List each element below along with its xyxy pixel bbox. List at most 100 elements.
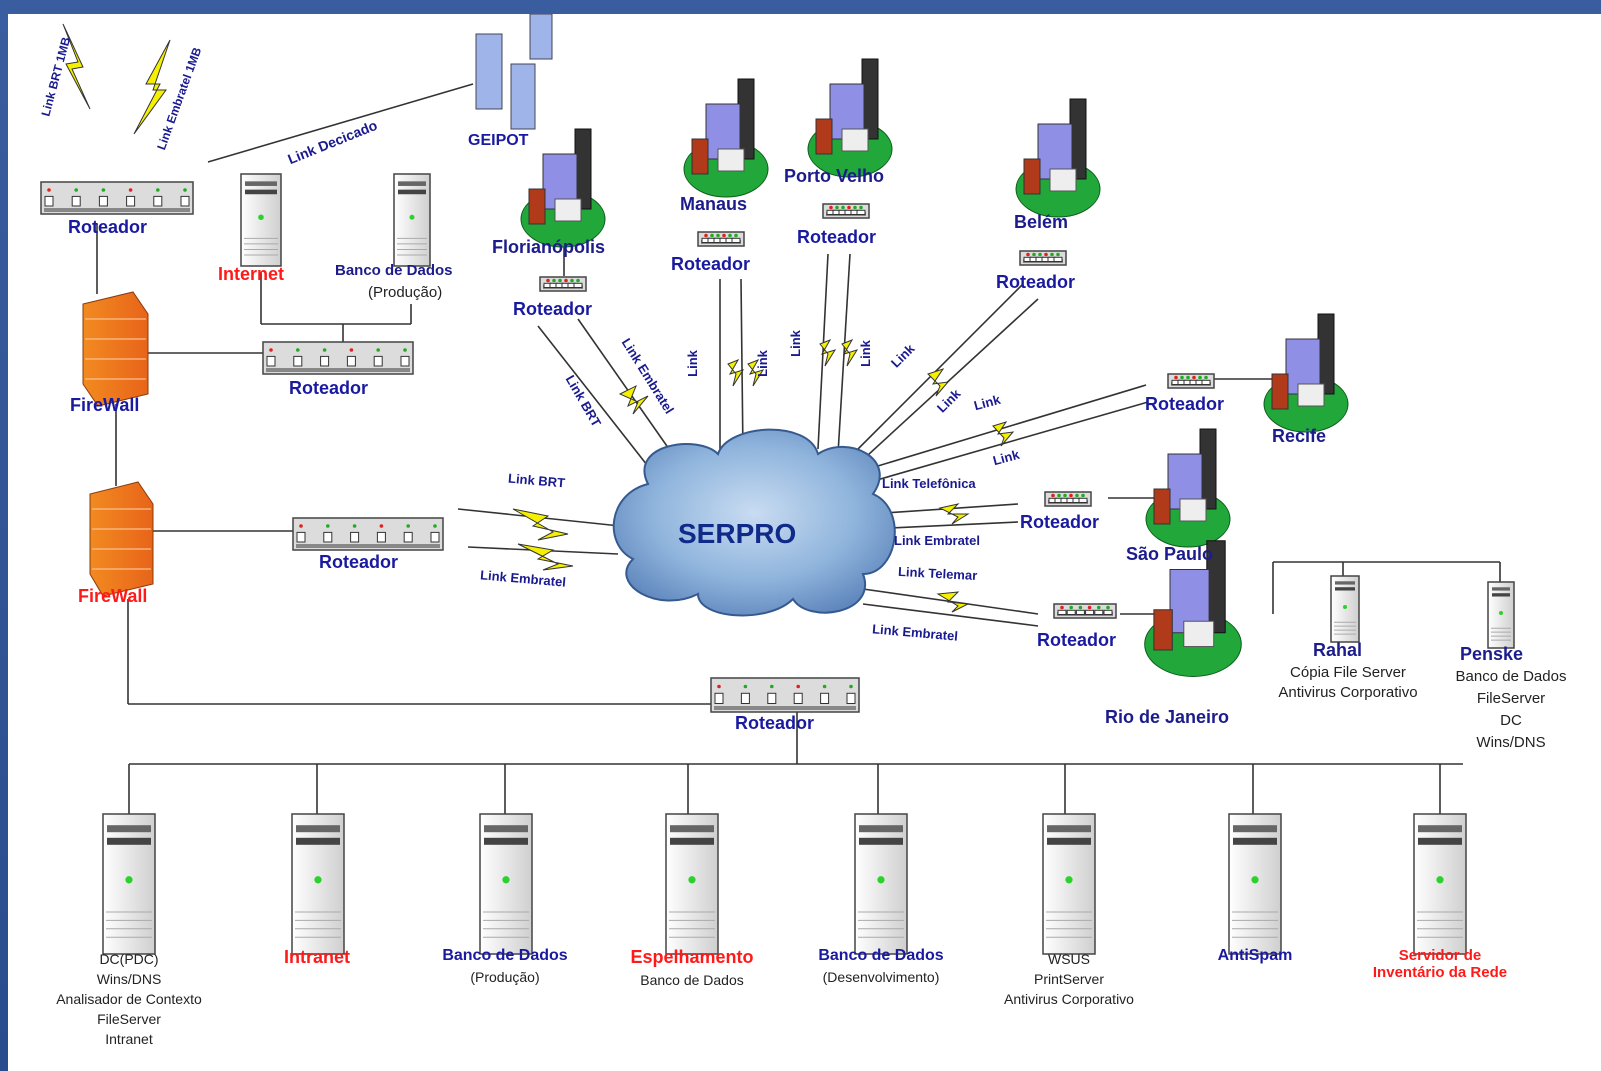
site-rio-de-janeiro: Rio de Janeiro [1105, 707, 1230, 727]
router-icons [40, 181, 1215, 713]
router-label: Roteador [1145, 394, 1225, 414]
bottom-server-line: WSUS [1048, 951, 1090, 967]
penske-line: Wins/DNS [1476, 734, 1546, 751]
internet-label: Internet [218, 264, 285, 284]
router-label: Roteador [671, 254, 751, 274]
network-diagram: Link BRT 1MB Link Embratel 1MB Link Deci… [8, 14, 1601, 1071]
router-icon [822, 203, 870, 219]
site-porto-velho: Porto Velho [784, 166, 885, 186]
router-icon [697, 231, 745, 247]
penske-label: Penske [1460, 644, 1524, 664]
bottom-server-label: Banco de Dados (Desenvolvimento) [781, 947, 981, 985]
building-icon [807, 58, 893, 178]
lightning-icons [62, 23, 1015, 613]
server-icon [1042, 813, 1096, 955]
building-icon [683, 78, 769, 198]
bottom-server-line: (Desenvolvimento) [822, 969, 940, 986]
firewall-label: FireWall [70, 395, 140, 415]
building-icons [520, 58, 1349, 677]
link-label: Link [857, 340, 873, 367]
router-label: Roteador [68, 217, 148, 237]
router-icon [1053, 603, 1117, 619]
building-icon [1144, 540, 1242, 677]
bottom-server-line: Wins/DNS [96, 971, 162, 988]
link-label: Link [787, 330, 803, 357]
server-icon [854, 813, 908, 955]
link-label: Link [754, 350, 770, 377]
server-icon [1228, 813, 1282, 955]
server-icon [479, 813, 533, 955]
building-icon [520, 128, 606, 248]
db-production-title: Banco de Dados [335, 262, 453, 279]
bottom-server-title: Banco de Dados [818, 947, 944, 964]
bottom-server-line: Antivirus Corporativo [1004, 991, 1134, 1008]
penske-line: Banco de Dados [1455, 668, 1567, 685]
bottom-server-line: FileServer [97, 1011, 161, 1028]
site-recife: Recife [1272, 426, 1327, 446]
bottom-server-line: Intranet [105, 1031, 153, 1048]
server-icon [291, 813, 345, 955]
bottom-server-label: Servidor de Inventário da Rede [1340, 947, 1540, 982]
firewall-icon [89, 481, 154, 597]
router-icon [1044, 491, 1092, 507]
router-label: Roteador [289, 378, 369, 398]
geipot-server-icon [475, 14, 553, 130]
router-icon [710, 677, 860, 713]
bottom-server-label: AntiSpam [1155, 947, 1355, 965]
site-manaus: Manaus [680, 194, 748, 214]
bottom-server-line: (Produção) [470, 969, 540, 986]
router-label: Roteador [513, 299, 593, 319]
router-icon [292, 517, 444, 551]
router-label: Roteador [996, 272, 1076, 292]
bottom-server-line: Analisador de Contexto [56, 991, 202, 1008]
server-icon [665, 813, 719, 955]
diagram-svg [40, 14, 1515, 955]
router-icon [262, 341, 414, 375]
server-icon [102, 813, 156, 955]
router-label: Roteador [797, 227, 877, 247]
site-belem: Belém [1014, 212, 1069, 232]
router-label: Roteador [319, 552, 399, 572]
serpro-cloud-icon [612, 428, 896, 617]
router-icon [40, 181, 194, 215]
firewall-label: FireWall [78, 586, 148, 606]
server-icon [1413, 813, 1467, 955]
building-icon [1145, 428, 1231, 548]
geipot-label: GEIPOT [468, 132, 529, 149]
bottom-server-line: DC(PDC) [99, 951, 159, 967]
bottom-server-label: Banco de Dados (Produção) [405, 947, 605, 985]
serpro-label: SERPRO [678, 518, 797, 549]
link-telefonica-label: Link Telefônica [882, 476, 976, 491]
router-label: Roteador [735, 713, 815, 733]
rahal-line: Antivirus Corporativo [1278, 684, 1418, 701]
bottom-server-label: Intranet [217, 947, 417, 968]
server-icon [1487, 581, 1515, 649]
site-florianopolis: Florianópolis [492, 237, 606, 257]
bottom-server-title: Banco de Dados [442, 947, 568, 964]
bottom-server-title: Intranet [283, 947, 350, 967]
connection-lines [96, 83, 1501, 814]
server-icon [1330, 575, 1360, 643]
router-label: Roteador [1020, 512, 1100, 532]
site-sao-paulo: São Paulo [1126, 544, 1214, 564]
bottom-server-line: Banco de Dados [640, 971, 744, 988]
bottom-server-line: PrintServer [1033, 971, 1105, 988]
bottom-server-title: Espelhamento [630, 947, 754, 967]
building-icon [1015, 98, 1101, 218]
db-production-sub: (Produção) [368, 284, 443, 301]
server-icon [240, 173, 282, 267]
router-icon [1019, 250, 1067, 266]
bottom-server-title: AntiSpam [1217, 947, 1293, 964]
router-icon [1167, 373, 1215, 389]
building-icon [1263, 313, 1349, 433]
rahal-label: Rahal [1313, 640, 1363, 660]
server-icons [102, 173, 1515, 955]
firewall-icon [82, 291, 149, 407]
penske-line: FileServer [1476, 690, 1546, 707]
server-icon [393, 173, 431, 267]
router-icon [539, 276, 587, 292]
router-label: Roteador [1037, 630, 1117, 650]
